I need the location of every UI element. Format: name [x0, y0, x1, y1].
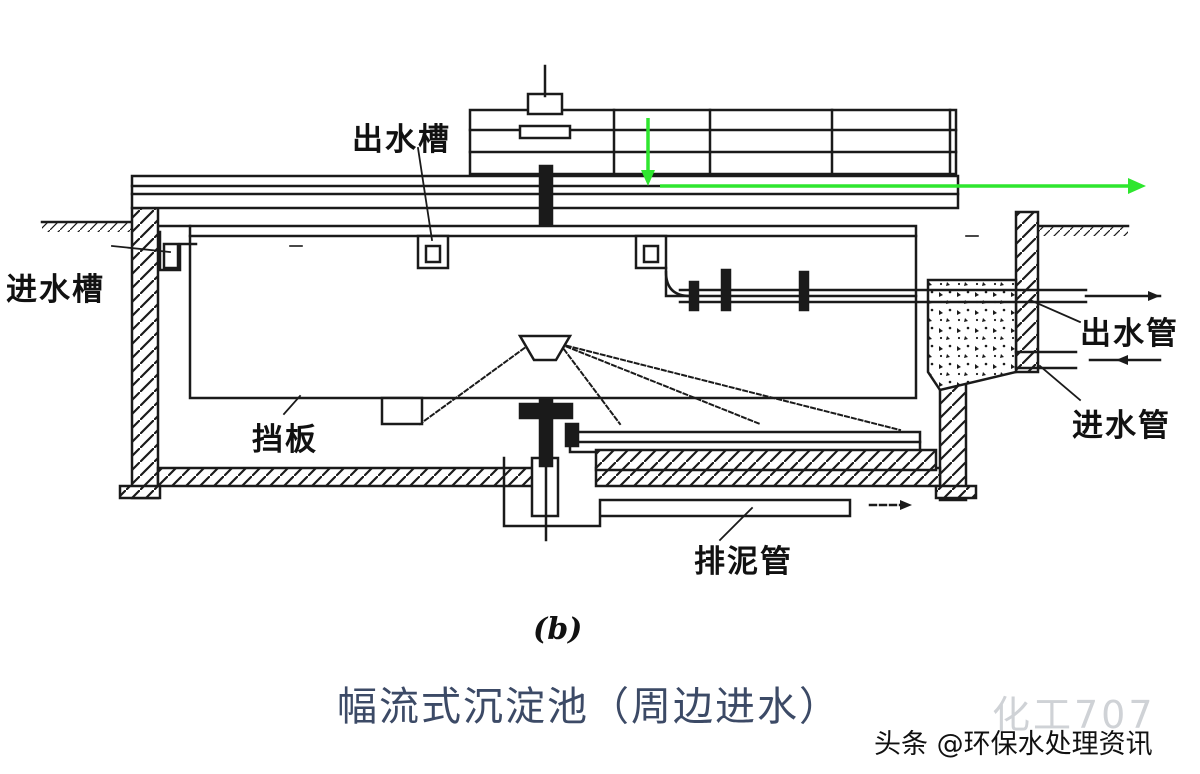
- floor-foot-left: [118, 484, 162, 500]
- label-outlet-trough: 出水槽: [352, 122, 451, 158]
- tank-floor: [156, 466, 550, 488]
- label-baffle: 挡板: [252, 422, 318, 458]
- baffle: [188, 224, 918, 400]
- label-inlet-trough: 进水槽: [6, 272, 105, 308]
- label-sludge-pipe: 排泥管: [694, 544, 793, 580]
- drive-handrail: [468, 108, 958, 176]
- ground-right: [1036, 224, 1130, 236]
- left-wall: [130, 206, 160, 500]
- ground-left: [40, 220, 134, 232]
- label-inlet-pipe: 进水管: [1072, 408, 1171, 444]
- center-cone: [517, 334, 573, 362]
- watermark-logo: 化工707: [992, 693, 1156, 737]
- right-wall-lower: [938, 370, 968, 502]
- scraper-tie-rods: [418, 342, 902, 432]
- highlight-arrow: [641, 118, 1146, 194]
- sludge-channel: [594, 448, 938, 472]
- inlet-trough: [158, 224, 198, 272]
- figure-sublabel: (b): [533, 612, 583, 647]
- center-pit: [502, 456, 852, 528]
- watermark-credit: 头条 @环保水处理资讯: [874, 729, 1153, 760]
- inlet-pipe-run: [1014, 350, 1078, 370]
- label-outlet-pipe: 出水管: [1080, 316, 1179, 352]
- figure-caption: 幅流式沉淀池（周边进水）: [337, 684, 841, 730]
- floor-foot-right: [934, 484, 978, 500]
- right-wall: [1014, 210, 1040, 374]
- outlet-concrete: [926, 278, 1018, 392]
